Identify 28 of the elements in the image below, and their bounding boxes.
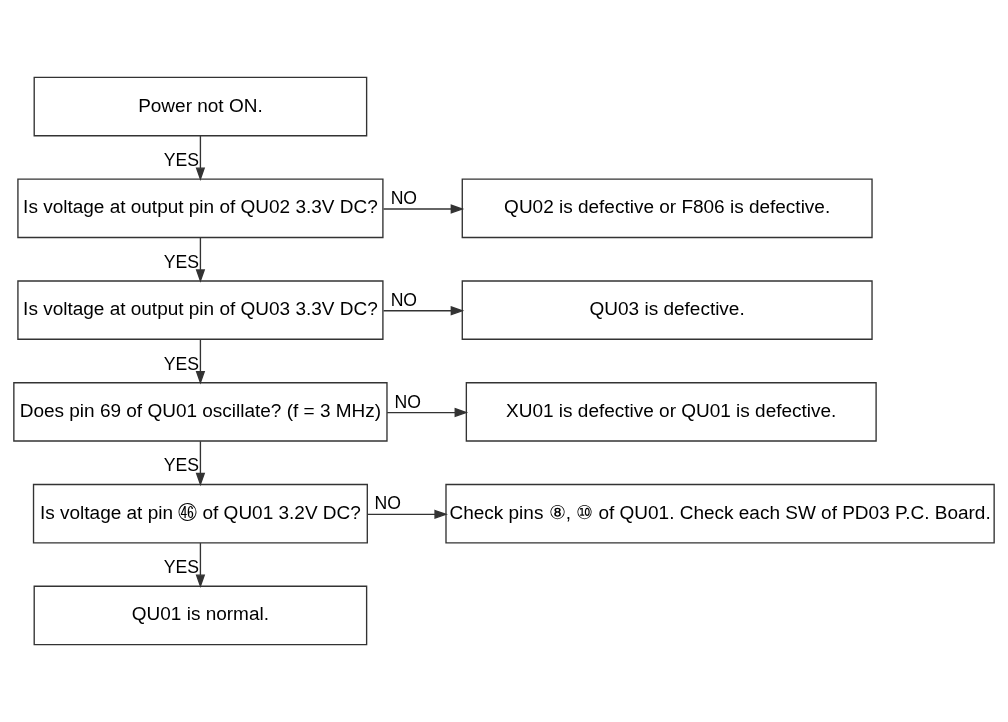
arrow bbox=[195, 542, 206, 589]
edge-label: YES bbox=[163, 251, 200, 272]
edge-label: NO bbox=[394, 391, 421, 412]
arrow bbox=[195, 338, 206, 385]
edge-label: YES bbox=[163, 557, 200, 578]
edge-label: NO bbox=[390, 289, 418, 310]
node-box: XU01 is defective or QU01 is defective. bbox=[465, 382, 877, 442]
arrow bbox=[382, 306, 465, 316]
edge-label: YES bbox=[163, 455, 200, 476]
node-box: Is voltage at output pin of QU02 3.3V DC? bbox=[17, 178, 384, 239]
arrow bbox=[195, 135, 206, 182]
node-box: Power not ON. bbox=[33, 76, 368, 137]
arrow bbox=[382, 204, 465, 214]
arrow bbox=[195, 440, 206, 487]
node-box: QU02 is defective or F806 is defective. bbox=[461, 178, 873, 239]
edge-label: NO bbox=[390, 188, 418, 209]
edge-label: NO bbox=[374, 493, 401, 514]
node-box: Check pins ⑧, ⑩ of QU01. Check each SW of PD03 P.C. Board. bbox=[445, 483, 995, 544]
arrow bbox=[195, 237, 206, 283]
node-box: Is voltage at pin ㊻ of QU01 3.2V DC? bbox=[32, 483, 368, 544]
edge-label: YES bbox=[163, 353, 200, 374]
edge-label: YES bbox=[163, 150, 200, 171]
arrow bbox=[366, 509, 448, 520]
node-box: Does pin 69 of QU01 oscillate? (f = 3 MHz) bbox=[13, 382, 388, 442]
arrow bbox=[386, 407, 469, 418]
node-box: Is voltage at output pin of QU03 3.3V DC? bbox=[17, 280, 384, 340]
node-box: QU01 is normal. bbox=[33, 585, 368, 646]
node-box: QU03 is defective. bbox=[461, 280, 873, 340]
